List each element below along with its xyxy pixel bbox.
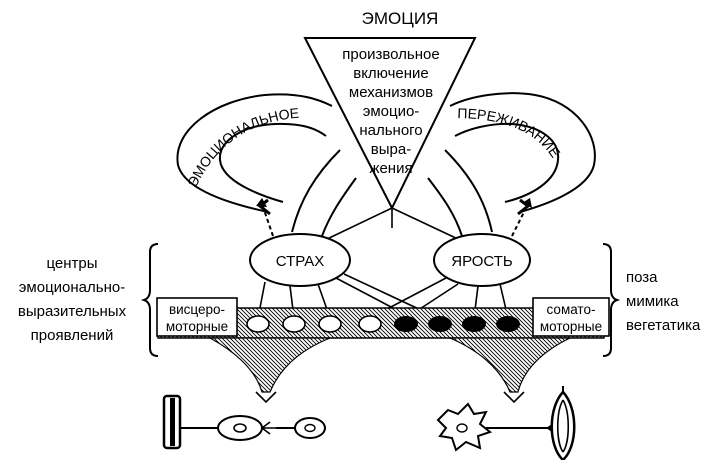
viscero-line-2: моторные [166, 319, 228, 334]
left-group-line-3: выразительных [18, 303, 127, 320]
viscero-neuron [247, 316, 269, 332]
somato-neuron [394, 316, 418, 332]
funnel-line-1: произвольное [342, 46, 439, 63]
funnel-line-7: жения [369, 160, 412, 177]
left-group-line-4: проявлений [31, 327, 114, 344]
somatomotor-box: сомато- моторные [533, 298, 609, 336]
right-group-line-3: вегетатика [626, 317, 701, 334]
right-group-line-2: мимика [626, 293, 679, 310]
somatic-effector [438, 386, 574, 460]
fear-label: СТРАХ [276, 253, 325, 270]
right-group-label: поза мимика вегетатика [626, 269, 701, 334]
right-arc-label: ПЕРЕЖИВАНИЕ [457, 105, 563, 160]
rage-node: ЯРОСТЬ [434, 234, 530, 286]
left-group-line-2: эмоционально- [19, 279, 125, 296]
viscero-neuron [319, 316, 341, 332]
funnel-line-5: нального [359, 122, 422, 139]
left-group-line-1: центры [46, 255, 97, 272]
viscero-neuron [359, 316, 381, 332]
somato-neuron [496, 316, 520, 332]
funnel-line-2: включение [353, 65, 429, 82]
funnel-line-6: выра- [371, 141, 411, 158]
funnel-line-4: эмоцио- [363, 103, 420, 120]
funnel-line-3: механизмов [349, 84, 433, 101]
somato-neuron [428, 316, 452, 332]
left-arc: ЭМОЦИОНАЛЬНОЕ [177, 94, 332, 214]
left-group-label: центры эмоционально- выразительных прояв… [18, 255, 127, 344]
somato-line-2: моторные [540, 319, 602, 334]
rage-label: ЯРОСТЬ [451, 253, 513, 270]
right-pathway [450, 338, 570, 392]
viscero-line-1: висцеро- [169, 302, 225, 317]
somato-neuron [462, 316, 486, 332]
fear-node: СТРАХ [250, 234, 350, 286]
visceral-effector [164, 396, 325, 448]
viscero-neuron [283, 316, 305, 332]
title: ЭМОЦИЯ [362, 9, 439, 28]
right-group-line-1: поза [626, 269, 658, 286]
left-pathway [210, 338, 330, 392]
funnel-text: произвольное включение механизмов эмоцио… [342, 46, 439, 177]
right-arc: ПЕРЕЖИВАНИЕ [450, 93, 595, 214]
visceromotor-box: висцеро- моторные [157, 298, 237, 336]
somato-line-1: сомато- [547, 302, 596, 317]
left-brace [144, 244, 158, 356]
